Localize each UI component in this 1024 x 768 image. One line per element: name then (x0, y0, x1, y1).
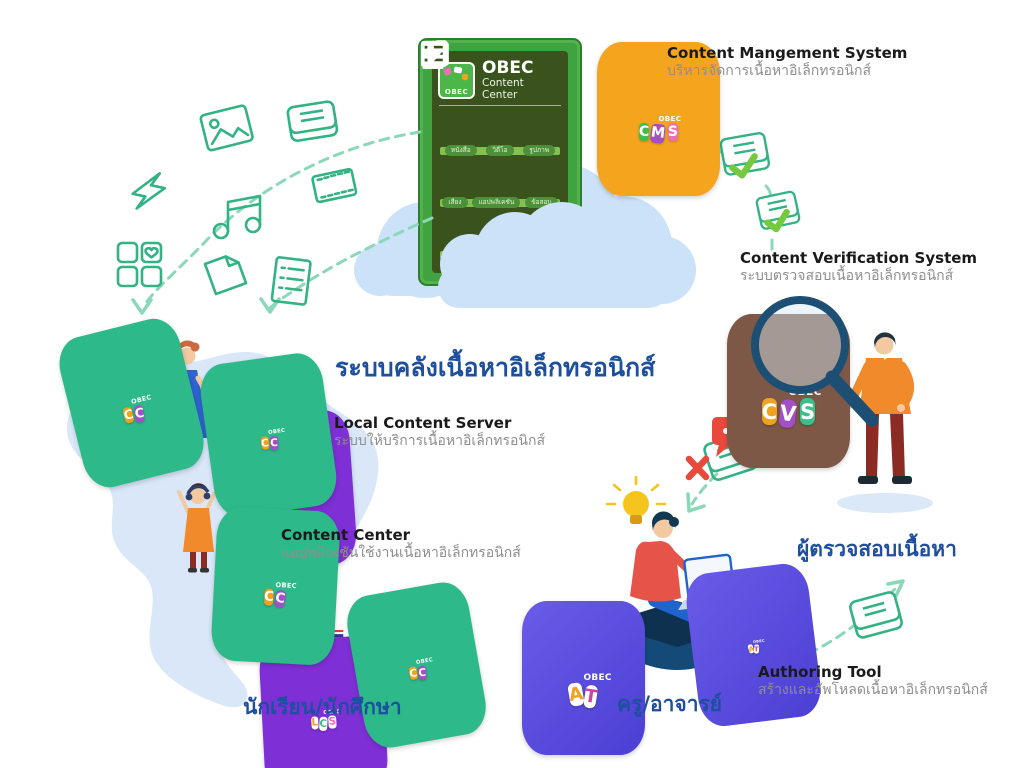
check-icon (729, 153, 758, 179)
divider (439, 105, 561, 106)
teachers-label: ครู/อาจารย์ (617, 692, 723, 716)
cc-subtitle: แอปพลิเคชันใช้งานเนื้อหาอิเล็กทรอนิกส์ (281, 545, 521, 561)
cvs-letter-c: C (761, 397, 778, 426)
obec-logo-label: OBEC (444, 87, 469, 96)
at-letter-t: T (582, 684, 599, 710)
cc-letter-c2: C (274, 589, 287, 609)
cms-label: Content Mangement System บริหารจัดการเนื… (667, 44, 907, 80)
cvs-letter-s: S (799, 397, 816, 426)
students-label: นักเรียน/นักศึกษา (243, 695, 402, 719)
cvs-letter-v: V (778, 398, 798, 428)
flow-book-cascade-2 (764, 184, 772, 200)
lcs-title: Local Content Server (334, 414, 512, 432)
lcs-label: Local Content Server ระบบให้บริการเนื้อห… (334, 414, 545, 450)
floating-content-icons (116, 100, 358, 306)
obec-brand-label: OBEC (415, 656, 434, 666)
checklist-icon (270, 256, 312, 306)
diagram-title: ระบบคลังเนื้อหาอิเล็กทรอนิกส์ (335, 353, 656, 382)
at-label: Authoring Tool สร้างและอัพโหลดเนื้อหาอิเ… (758, 663, 988, 699)
headphones-person-figure (177, 483, 216, 573)
music-note-icon (212, 194, 262, 240)
cvs-label: Content Verification System ระบบตรวจสอบเ… (740, 249, 977, 285)
lcs-subtitle: ระบบให้บริการเนื้อหาอิเล็กทรอนิกส์ (334, 433, 545, 449)
lightning-bolt-icon (131, 172, 167, 210)
shelf-label[interactable]: เสียง (442, 197, 468, 208)
at-letter-a: A (567, 681, 585, 708)
cms-subtitle: บริหารจัดการเนื้อหาอิเล็กทรอนิกส์ (667, 63, 872, 79)
cvs-title: Content Verification System (740, 249, 978, 267)
flow-kiosk-to-map-inner (268, 216, 434, 310)
shelf-label[interactable]: วิดีโอ (486, 145, 514, 156)
check-icon (764, 208, 790, 233)
cc-letter-c1: C (260, 435, 270, 451)
cloud-front (438, 202, 678, 308)
at-app-icon[interactable]: OBEC A T (522, 601, 645, 755)
document-icon (203, 255, 248, 296)
cms-letter-c: C (638, 122, 650, 142)
app-grid-heart-icon (116, 241, 163, 288)
kiosk-header: OBEC OBEC Content Center (438, 59, 562, 101)
idea-bulb-icon (605, 475, 667, 524)
notebook-icon (286, 100, 339, 143)
photo-icon (199, 104, 254, 152)
cms-title: Content Mangement System (667, 44, 908, 62)
x-icon (685, 455, 710, 481)
obec-brand-label: OBEC (267, 427, 286, 436)
cvs-app-icon[interactable]: OBEC C V S (727, 314, 850, 468)
cc-app-icon[interactable]: OBEC C C (342, 578, 491, 752)
upload-book (849, 591, 903, 639)
content-verifier-figure (837, 332, 933, 513)
at-title: Authoring Tool (758, 663, 882, 681)
shelf-label[interactable]: แอปพลิเคชัน (472, 197, 521, 208)
kiosk-title: OBEC (482, 58, 534, 78)
film-strip-icon (311, 167, 358, 204)
shelf-bar: หนังสือ วิดีโอ รูปภาพ (440, 145, 560, 156)
cvs-subtitle: ระบบตรวจสอบเนื้อหาอิเล็กทรอนิกส์ (740, 268, 954, 284)
lightning-icon[interactable] (421, 40, 444, 70)
shelf-label[interactable]: รูปภาพ (523, 145, 556, 156)
cms-letter-m: M (650, 123, 667, 144)
cc-title: Content Center (281, 526, 411, 544)
shelf-label[interactable]: หนังสือ (444, 145, 477, 156)
verifier-label: ผู้ตรวจสอบเนื้อหา (797, 537, 957, 561)
cc-letter-c2: C (418, 665, 427, 680)
cc-letter-c1: C (408, 665, 419, 681)
cms-app-icon[interactable]: OBEC C M S (597, 42, 720, 196)
cc-app-icon[interactable]: OBEC C C (196, 350, 340, 520)
cc-letter-c1: C (263, 588, 275, 606)
kiosk-subtitle: Content Center (482, 77, 524, 101)
at-subtitle: สร้างและอัพโหลดเนื้อหาอิเล็กทรอนิกส์ (758, 682, 988, 698)
cc-label: Content Center แอปพลิเคชันใช้งานเนื้อหาอ… (281, 526, 521, 562)
obec-content-center-kiosk: OBEC OBEC Content Center (418, 38, 582, 286)
cc-letter-c2: C (133, 404, 146, 423)
flow-kiosk-to-map-outer (142, 130, 422, 308)
cc-letter-c2: C (270, 435, 279, 450)
obec-logo: OBEC (438, 61, 475, 99)
obec-brand-label: OBEC (130, 392, 153, 406)
shelf-bar: เสียง แอปพลิเคชัน ข้อสอบ (440, 197, 560, 208)
shelf-label[interactable]: ข้อสอบ (525, 197, 558, 208)
cms-letter-s: S (667, 122, 679, 142)
